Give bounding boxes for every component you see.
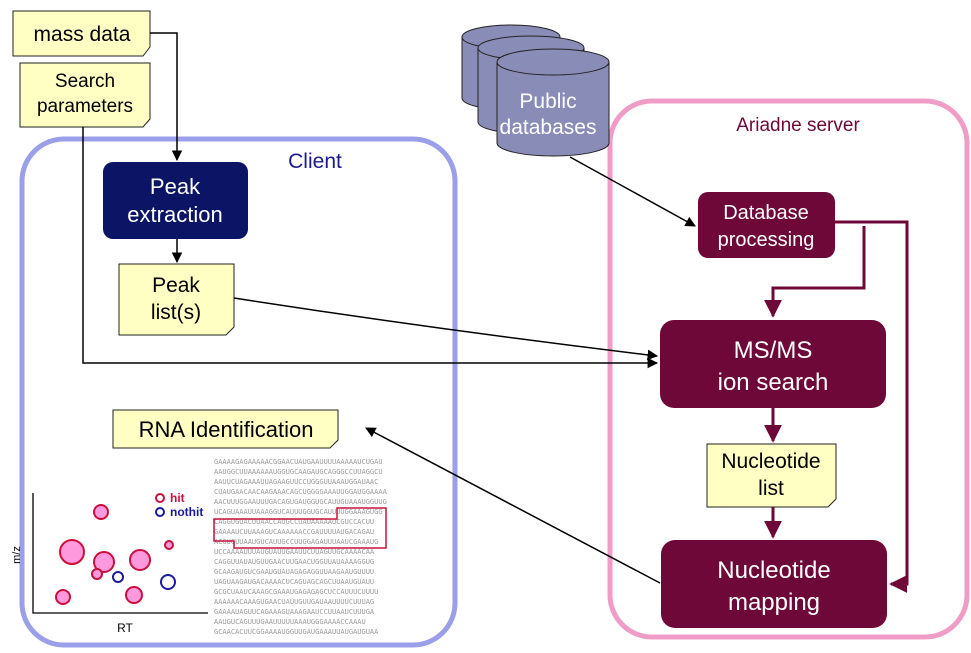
scatter-xlabel: RT: [117, 621, 133, 635]
sequence-line: UAGUAAGAUGACAAAACUCAGUAGCAGCUUAAUGUAUU: [214, 578, 374, 586]
hit-point: [59, 539, 85, 565]
sequence-line: AAUGUCAGUUUGAAUUUUUAAAUGGGAAAACCAAAU: [214, 618, 366, 626]
ms-ms-ion-search-line2: ion search: [718, 369, 829, 396]
hit-point: [55, 589, 71, 605]
server-region: [607, 98, 970, 640]
legend-hit-marker: [155, 493, 165, 503]
client-title: Client: [288, 150, 342, 173]
sequence-line: GCAACACUUCGGAAAAUGGUUGAUGAAAUUAUGAUGUAA: [214, 628, 379, 636]
sequence-block: GAAAAGAGAAAAACGGAACUAUGAAUUUUAAAAAUCUGAU…: [213, 458, 388, 636]
sequence-line: UCAGUAAAUUAAAGGUCAUUUGGUGCAUUUUGGAAAGUGG: [214, 508, 383, 516]
arrow-mass-data-to-peak-extraction: [150, 32, 183, 162]
peak-lists-line2: list(s): [151, 301, 201, 324]
hit-point: [125, 586, 143, 604]
nothit-point: [112, 571, 124, 583]
ms-ms-ion-search-line1: MS/MS: [734, 337, 813, 364]
sequence-line: AAAAAACAAAGUGAACUAUUGUUGAUAAUUUUCUUUAG: [214, 598, 374, 606]
sequence-line: CUAUGAACAACAAGAAACAGCUGGGGAAAUUGGAUGGAAA…: [214, 488, 388, 496]
sequence-line: AACUUUGGAAUUUGACAGUGAUGGUGCAUUGUAAAUGGUU…: [214, 498, 387, 506]
sequence-line: ACGUGUUAAUGUCAUUGCCUUGGAGAUUUAAUCGAAAUG: [214, 538, 378, 546]
arrow-search-parameters-to-ion-search: [82, 127, 659, 369]
sequence-line: GCGCUAAUCAAAGCGAAAUGAGAGAGCUCCAUUUCUUUU: [214, 588, 378, 596]
nucleotide-list-document: Nucleotide list: [706, 443, 837, 508]
sequence-line: GAAAAUAGUUCAGAAAGUAAAGAAUCCUUAAUCUUUGA: [214, 608, 375, 616]
database-processing-line2: processing: [718, 229, 815, 251]
public-databases-line2: databases: [500, 116, 597, 139]
database-cylinder-front: [496, 48, 610, 157]
nucleotide-list-line1: Nucleotide: [721, 450, 820, 473]
hit-point: [164, 540, 174, 550]
database-processing-line1: Database: [723, 202, 809, 224]
nucleotide-mapping-line1: Nucleotide: [717, 557, 830, 584]
nucleotide-mapping-line2: mapping: [728, 589, 820, 616]
nucleotide-mapping-box: Nucleotide mapping: [661, 540, 887, 628]
public-databases-stack: Public databases: [461, 24, 610, 157]
arrow-databases-to-processing: [569, 156, 696, 227]
sequence-highlight: [213, 507, 387, 549]
public-databases-line1: Public: [519, 90, 576, 113]
arrow-peak-lists-to-ion-search: [233, 297, 659, 361]
sequence-line: GAAAAGAGAAAAACGGAACUAUGAAUUUUAAAAAUCUGAU: [214, 458, 383, 466]
arrow-mapping-to-rna-identification: [365, 427, 661, 584]
hit-point: [93, 551, 115, 573]
search-parameters-line2: parameters: [37, 96, 133, 117]
rna-identification-document: RNA Identification: [112, 409, 339, 449]
legend-hit-label: hit: [170, 491, 185, 505]
hit-point: [91, 568, 103, 580]
arrow-processing-to-ion-search: [764, 226, 866, 318]
ms-ms-ion-search-box: MS/MS ion search: [660, 320, 886, 408]
sequence-line: GCAAGAUGUCGAAUGUAUAGAGAGGUUAAGAAUGUUUU: [214, 568, 374, 576]
nothit-point: [160, 574, 176, 590]
legend-nothit-label: nothit: [170, 505, 203, 519]
nucleotide-list-line2: list: [758, 477, 784, 500]
sequence-line: CAGGUGUACUUAACCAUGCCUAUAAAAAUCGUCCACUU: [214, 518, 374, 526]
arrow-processing-to-mapping: [835, 220, 909, 593]
mass-data-document: mass data: [12, 10, 151, 57]
scatter-ylabel: m/z: [11, 546, 23, 564]
mass-data-label: mass data: [34, 23, 131, 46]
sequence-line: AAUGGCUUAAAAAAUGGUGCAAGAUGCAGGGCCUUAGGCU: [214, 468, 383, 476]
peak-extraction-line2: extraction: [127, 202, 222, 227]
database-processing-box: Database processing: [698, 192, 835, 258]
server-title: Ariadne server: [736, 115, 860, 136]
rna-identification-label: RNA Identification: [139, 417, 314, 442]
sequence-line: CAGGUUAUAUGUUGAACUUGAACUGGUUAUAAAAGGUG: [214, 558, 374, 566]
peak-extraction-line1: Peak: [150, 174, 201, 199]
peak-lists-document: Peak list(s): [118, 263, 235, 336]
search-parameters-document: Search parameters: [19, 62, 151, 128]
peak-extraction-box: Peak extraction: [103, 162, 248, 239]
scatter-axes: [32, 493, 208, 614]
client-region: [19, 136, 458, 648]
scatter-illustration: m/z RT hit nothit: [11, 491, 208, 635]
hit-point: [93, 504, 109, 520]
hit-point: [129, 549, 151, 571]
sequence-line: UCCAAAAUUUAUGUAUUGAAUUCUUAGUUGCAAAACAA: [214, 548, 375, 556]
search-parameters-line1: Search: [55, 71, 115, 92]
peak-lists-line1: Peak: [152, 274, 200, 297]
legend-nothit-marker: [155, 507, 165, 517]
sequence-line: GAAAAUCUUAAAGUCAAAAAACCGAUUUUAUGACAGAU: [214, 528, 374, 536]
sequence-line: AAUUCUAGAAAUUAGAAGUUCCUGGGUUAAAUGGAUAAC: [214, 478, 378, 486]
